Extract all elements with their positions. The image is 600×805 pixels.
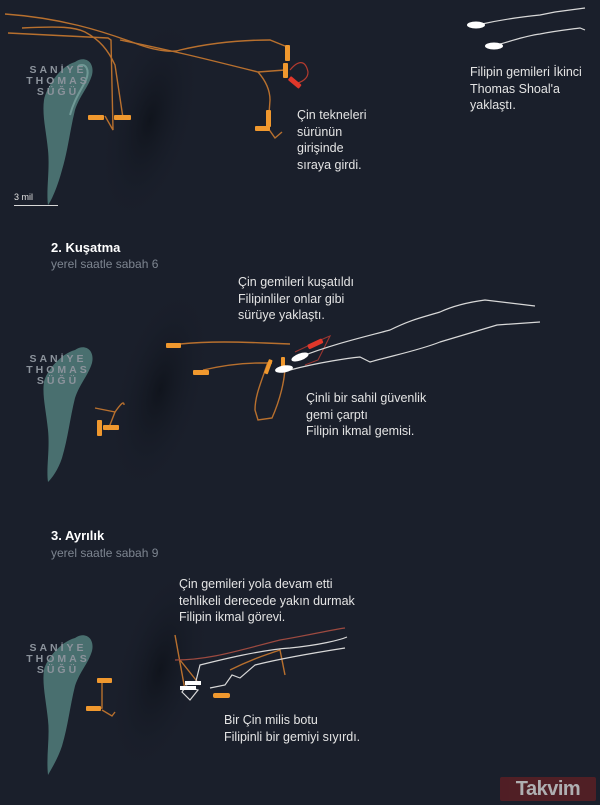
reef-label: SANİYE THOMAS SÜĞÜ (26, 642, 90, 676)
chinese-ship (283, 63, 288, 78)
reef-shape (43, 59, 93, 206)
panel-1-map (4, 7, 586, 227)
panel-2-map (43, 283, 541, 497)
reef-label: SANİYE THOMAS SÜĞÜ (26, 64, 90, 98)
chinese-ship (103, 425, 119, 430)
scale-label: 3 mil (14, 192, 34, 202)
filipino-ship (485, 42, 503, 50)
section-title-3: 3. Ayrılık (51, 528, 105, 543)
caption-coast-guard-collision: Çinli bir sahil güvenlik gemi çarptı Fil… (306, 391, 427, 438)
chinese-ship (97, 420, 102, 436)
filipino-ship (291, 352, 309, 362)
watermark-text: Takvim (515, 777, 581, 800)
chinese-ship (97, 678, 112, 683)
chinese-ship (266, 110, 271, 127)
reef-shape (43, 347, 93, 482)
chinese-ship (264, 359, 273, 375)
caption-chinese-boats-lined-up: Çin tekneleri sürünün girişinde sıraya g… (297, 108, 367, 172)
chinese-ship (86, 706, 101, 711)
chinese-ship (213, 693, 230, 698)
filipino-ship (275, 365, 293, 373)
filipino-ship (185, 681, 201, 685)
chinese-ship (193, 370, 209, 375)
collision-ship (288, 76, 302, 89)
caption-chinese-ships-encircled: Çin gemileri kuşatıldı Filipinliler onla… (238, 275, 355, 322)
filipino-ship (467, 21, 485, 29)
section-title-2: 2. Kuşatma (51, 240, 121, 255)
takvim-watermark-logo: Takvim (500, 777, 596, 801)
scale-bar (14, 205, 58, 206)
reef-shape (43, 635, 93, 775)
collision-ship (307, 338, 324, 350)
filipino-ship (180, 686, 196, 690)
chinese-ship (88, 115, 104, 120)
chinese-ship (166, 343, 181, 348)
chinese-ship (285, 45, 290, 61)
section-subtitle-2: yerel saatle sabah 6 (51, 257, 159, 271)
panel-3-map (43, 563, 348, 777)
caption-chinese-ships-continued: Çin gemileri yola devam etti tehlikeli d… (179, 577, 355, 624)
chinese-ship (114, 115, 131, 120)
section-subtitle-3: yerel saatle sabah 9 (51, 546, 159, 560)
caption-militia-boat-grazed: Bir Çin milis botu Filipinli bir gemiyi … (224, 713, 361, 744)
caption-filipino-ships-approach: Filipin gemileri İkinci Thomas Shoal'a y… (470, 65, 582, 112)
reef-label: SANİYE THOMAS SÜĞÜ (26, 353, 90, 387)
chinese-ship (255, 126, 270, 131)
